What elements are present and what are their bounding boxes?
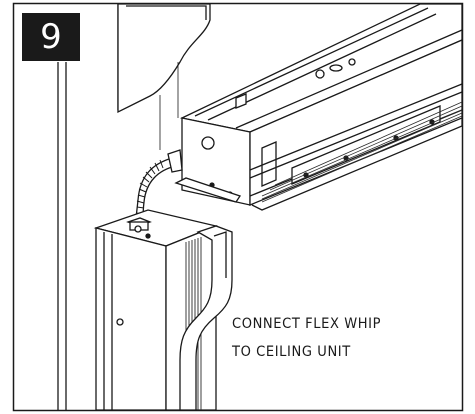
step-number-badge: 9 xyxy=(22,13,80,61)
ceiling-unit-illustration xyxy=(179,3,463,211)
caption-line-1: CONNECT FLEX WHIP xyxy=(232,316,382,332)
instruction-caption: CONNECT FLEX WHIP TO CEILING UNIT xyxy=(232,310,381,366)
column-cover-panel xyxy=(179,225,233,411)
flex-whip-conduit-illustration xyxy=(135,149,183,223)
diagram-border xyxy=(12,2,464,412)
wall-bracket-shape xyxy=(117,3,211,114)
ceiling-unit-hatching xyxy=(261,101,463,203)
caption-line-2: TO CEILING UNIT xyxy=(232,344,351,360)
vertical-column-illustration xyxy=(93,209,219,411)
